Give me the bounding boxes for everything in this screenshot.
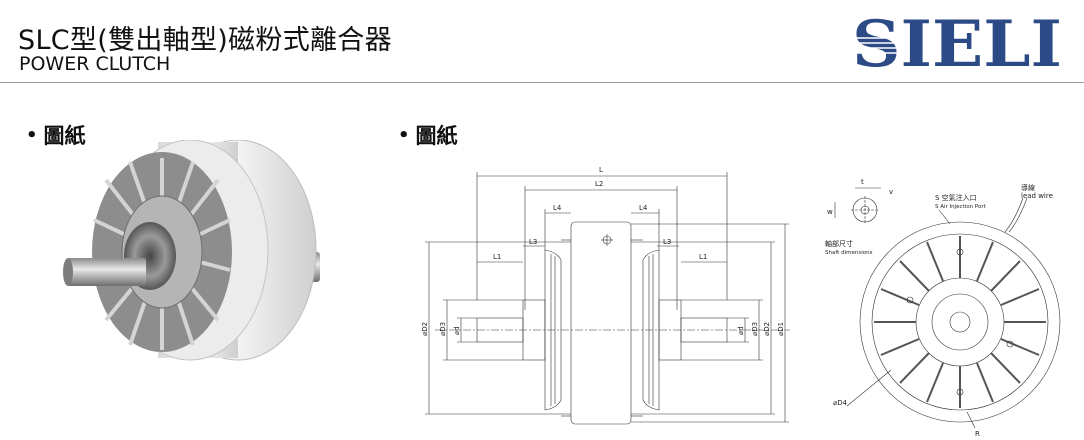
bullet: • (26, 125, 38, 146)
dim-label-L1-left: L1 (493, 253, 501, 261)
brand-text: SIELI (852, 8, 1062, 74)
dim-label-R: R (975, 430, 980, 438)
dim-label-t: t (861, 178, 864, 186)
dim-label-v: v (889, 188, 893, 196)
dim-label-L4-right: L4 (639, 204, 648, 212)
page-title: SLC型(雙出軸型)磁粉式離合器 (18, 25, 392, 56)
dim-label-L1-right: L1 (699, 253, 707, 261)
dim-label-d-right: ⌀d (737, 326, 745, 335)
dim-label-D3-right: ⌀D3 (751, 322, 759, 336)
technical-drawing: L L2 L4 L4 L3 L3 L1 L1 ⌀D2 ⌀D3 ⌀d ⌀d ⌀D3… (421, 166, 1061, 438)
page-subtitle: POWER CLUTCH (19, 53, 171, 75)
bullet: • (398, 125, 410, 146)
shaft-dimensions-label-zh: 軸部尺寸 (825, 239, 853, 248)
product-photo (63, 140, 320, 361)
dim-label-d-left: ⌀d (453, 326, 461, 335)
dim-label-D3-left: ⌀D3 (439, 322, 447, 336)
lead-wire-label-zh: 導線 (1021, 183, 1035, 192)
section-label: 圖紙 (415, 124, 458, 148)
dim-label-L3-left: L3 (529, 238, 537, 246)
air-port-label-zh: S 空氣注入口 (935, 193, 977, 202)
dim-label-w: w (827, 208, 833, 216)
dim-label-L2: L2 (595, 180, 603, 188)
air-port-label-en: S Air Injection Port (935, 204, 987, 210)
section-label: 圖紙 (43, 124, 86, 148)
dim-label-L3-right: L3 (663, 238, 671, 246)
dim-label-D2-left: ⌀D2 (421, 322, 429, 336)
dim-label-D4: ⌀D4 (833, 399, 848, 407)
shaft-dimensions-label-en: Shaft dimensions (825, 250, 873, 256)
dim-label-D1: ⌀D1 (777, 322, 785, 336)
dim-label-L: L (599, 166, 603, 174)
dim-label-D2-right: ⌀D2 (763, 322, 771, 336)
lead-wire-label-en: lead wire (1021, 192, 1053, 200)
sieli-logo: SIELI SIELI (848, 8, 1062, 74)
dim-label-L4-left: L4 (553, 204, 562, 212)
header-divider (0, 82, 1084, 83)
section-heading-photo: •圖紙 (26, 120, 86, 150)
section-heading-drawing: •圖紙 (398, 120, 458, 150)
